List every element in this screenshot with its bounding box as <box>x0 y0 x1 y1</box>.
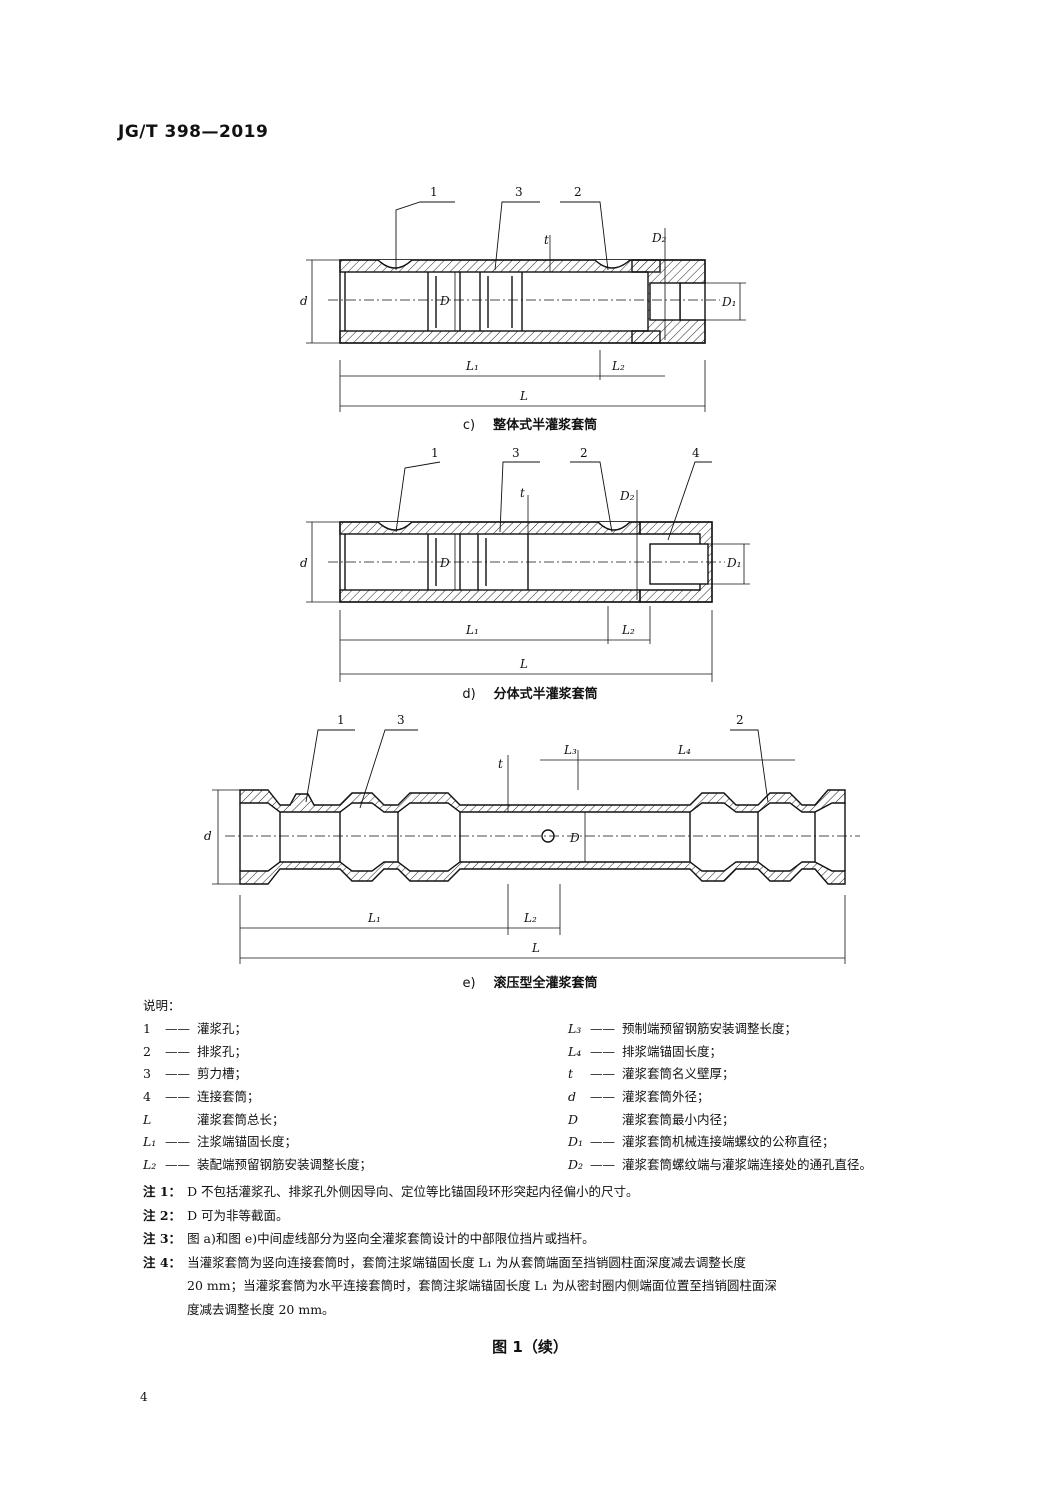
dim-L1: L₁ <box>465 359 479 373</box>
dim-d: d <box>300 294 308 308</box>
dim-L4: L₄ <box>677 743 691 757</box>
figure-e-caption: e)滚压型全灌浆套筒 <box>462 976 598 991</box>
dim-L1: L₁ <box>465 623 479 637</box>
callout-2: 2 <box>574 185 582 199</box>
callout-3: 3 <box>512 446 520 460</box>
legend-item: L₃——预制端预留钢筋安装调整长度； <box>568 1021 798 1036</box>
dim-L2: L₂ <box>611 359 625 373</box>
dim-D: D <box>569 831 580 845</box>
dim-L: L <box>531 941 540 955</box>
legend-item: D₂——灌浆套筒螺纹端与灌浆端连接处的通孔直径。 <box>568 1157 873 1173</box>
figure-title: 图 1（续） <box>492 1338 568 1356</box>
note-4-continuation: 度减去调整长度 20 mm。 <box>187 1301 335 1317</box>
dim-L: L <box>519 657 528 671</box>
document-code: JG/T 398—2019 <box>118 122 269 142</box>
legend-right-column: L₃——预制端预留钢筋安装调整长度； L₄——排浆端锚固长度； t——灌浆套筒名… <box>568 1018 872 1177</box>
callout-4: 4 <box>692 446 700 460</box>
legend-item: L₂——装配端预留钢筋安装调整长度； <box>143 1157 373 1173</box>
notes: 注 1：D 不包括灌浆孔、排浆孔外侧因导向、定位等比锚固段环形突起内径偏小的尺寸… <box>143 1180 933 1321</box>
note-4: 注 4：当灌浆套筒为竖向连接套筒时，套筒注浆端锚固长度 L₁ 为从套筒端面至挡销… <box>143 1254 746 1270</box>
dim-D2: D₂ <box>619 489 635 503</box>
legend-item: 4——连接套筒； <box>143 1089 260 1105</box>
dim-L3: L₃ <box>563 743 577 757</box>
callout-2: 2 <box>580 446 588 460</box>
figure-c-caption: c)整体式半灌浆套筒 <box>462 418 598 433</box>
dim-t: t <box>498 757 503 771</box>
dim-L: L <box>519 389 528 403</box>
page-number: 4 <box>140 1390 148 1404</box>
dim-d: d <box>204 829 212 843</box>
dim-d: d <box>300 556 308 570</box>
dim-L1: L₁ <box>367 911 381 925</box>
callout-1: 1 <box>431 446 439 460</box>
legend-item: L₄——排浆端锚固长度； <box>568 1043 723 1059</box>
dim-L2: L₂ <box>523 911 537 925</box>
callout-3: 3 <box>515 185 523 199</box>
note-2: 注 2：D 可为非等截面。 <box>143 1207 289 1223</box>
dim-D1: D₁ <box>726 556 741 570</box>
figure-e-drawing: 1 3 2 d D t L₃ L₄ L₁ L₂ L <box>204 713 860 964</box>
figure-d-drawing: 1 3 2 4 d D t D₁ D₂ L₁ L₂ L <box>300 446 750 682</box>
legend-item: 1——灌浆孔； <box>143 1021 248 1036</box>
dim-L2: L₂ <box>621 623 635 637</box>
note-3: 注 3：图 a)和图 e)中间虚线部分为竖向全灌浆套筒设计的中部限位挡片或挡杆。 <box>143 1231 595 1246</box>
legend-item: D₁——灌浆套筒机械连接端螺纹的公称直径； <box>568 1134 835 1150</box>
dim-D1: D₁ <box>721 295 736 309</box>
figure-d-caption: d)分体式半灌浆套筒 <box>462 687 598 702</box>
dim-t: t <box>520 486 525 500</box>
callout-3: 3 <box>397 713 405 727</box>
legend-item: d——灌浆套筒外径； <box>568 1089 710 1105</box>
legend-item: L₁——注浆端锚固长度； <box>143 1134 298 1150</box>
dim-D2: D₂ <box>651 231 667 245</box>
note-1: 注 1：D 不包括灌浆孔、排浆孔外侧因导向、定位等比锚固段环形突起内径偏小的尺寸… <box>143 1184 639 1199</box>
legend-heading: 说明： <box>143 998 181 1013</box>
note-4-continuation: 20 mm；当灌浆套筒为水平连接套筒时，套筒注浆端锚固长度 L₁ 为从密封圈内侧… <box>187 1278 777 1293</box>
callout-2: 2 <box>736 713 744 727</box>
dim-D: D <box>439 294 450 308</box>
dim-t: t <box>544 233 549 247</box>
figure-c-drawing: 1 3 2 d D t D₁ D₂ L₁ L₂ L <box>300 185 746 412</box>
callout-1: 1 <box>337 713 345 727</box>
legend-item: t——灌浆套筒名义壁厚； <box>568 1066 735 1082</box>
dim-D: D <box>439 556 450 570</box>
legend-item: 2——排浆孔； <box>143 1043 248 1059</box>
callout-1: 1 <box>430 185 438 199</box>
legend-item: 3——剪力槽； <box>143 1066 248 1082</box>
